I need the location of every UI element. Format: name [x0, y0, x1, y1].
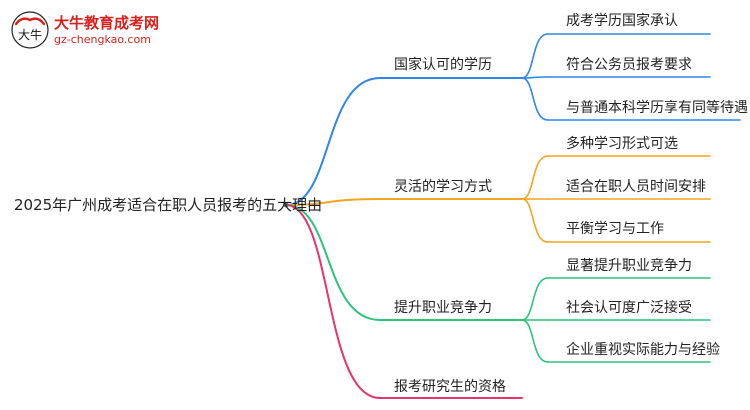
- leaf-3-3: 企业重视实际能力与经验: [566, 342, 720, 358]
- connector-root-branch-1: [285, 77, 381, 206]
- leaf-3-2: 社会认可度广泛接受: [566, 300, 692, 316]
- branch-label-2: 灵活的学习方式: [394, 179, 492, 195]
- leaf-1-3: 与普通本科学历享有同等待遇: [566, 100, 748, 116]
- leaf-1-2: 符合公务员报考要求: [566, 57, 692, 73]
- branch-label-1: 国家认可的学历: [394, 57, 492, 73]
- site-logo: 大牛 大牛教育成考网 gz-chengkao.com: [10, 10, 180, 54]
- connector-root-branch-4: [285, 204, 381, 399]
- connector-branch-2-leaf-3: [521, 198, 549, 243]
- logo-url: gz-chengkao.com: [54, 33, 151, 46]
- ox-logo-icon: 大牛: [11, 11, 49, 49]
- leaf-2-3: 平衡学习与工作: [566, 221, 664, 237]
- root-node: 2025年广州成考适合在职人员报考的五大理由: [14, 196, 323, 214]
- connector-root-branch-2: [285, 198, 381, 206]
- branch-label-4: 报考研究生的资格: [394, 379, 506, 395]
- branch-label-3: 提升职业竞争力: [394, 300, 492, 316]
- leaf-2-2: 适合在职人员时间安排: [566, 179, 706, 195]
- logo-title: 大牛教育成考网: [54, 14, 160, 32]
- logo-mark-text: 大牛: [18, 27, 42, 42]
- connector-branch-3-leaf-1: [521, 277, 549, 321]
- connector-branch-2-leaf-1: [521, 155, 549, 200]
- leaf-3-1: 显著提升职业竞争力: [566, 258, 692, 274]
- root-anchor-dot: [283, 202, 289, 208]
- leaf-2-1: 多种学习形式可选: [566, 136, 678, 152]
- connector-root-branch-3: [285, 204, 381, 321]
- connector-branch-3-leaf-3: [521, 319, 549, 363]
- connector-branch-1-leaf-3: [521, 77, 549, 121]
- leaf-1-1: 成考学历国家承认: [566, 13, 678, 29]
- connector-branch-1-leaf-1: [521, 33, 549, 79]
